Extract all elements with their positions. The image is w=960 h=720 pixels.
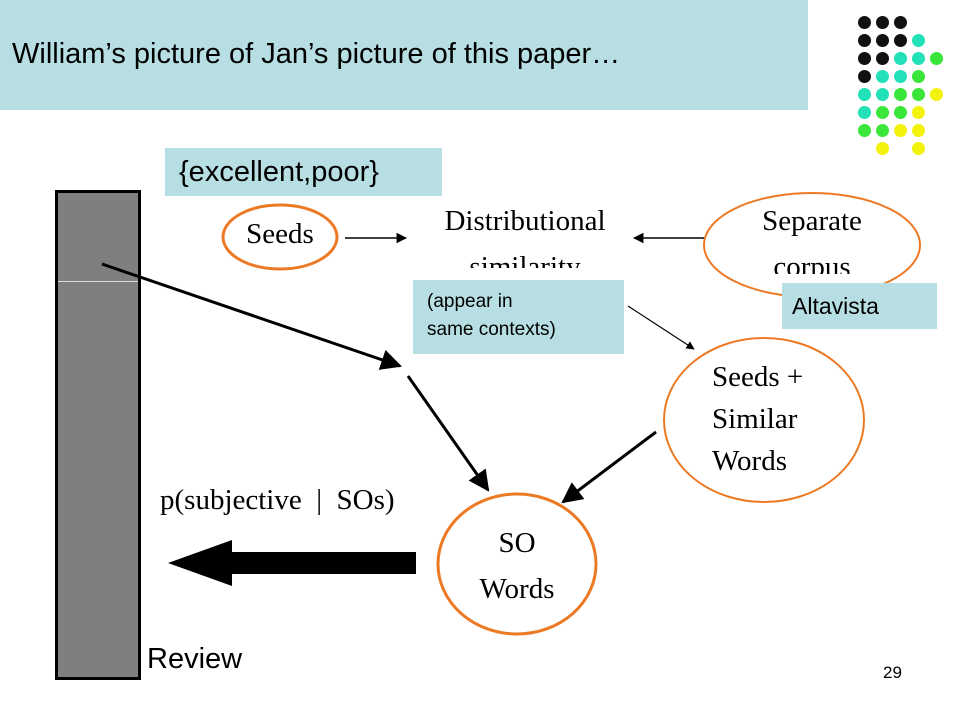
slide-title: William’s picture of Jan’s picture of th… [12, 38, 621, 70]
corpus-source-label: Altavista [782, 283, 937, 329]
arrow-similarity-to-similar-words [627, 305, 695, 350]
probability-label: p(subjective | SOs) [160, 484, 395, 516]
so-words-node: SO Words [448, 520, 586, 612]
arrow-review-to-center [101, 262, 402, 370]
dot [858, 70, 871, 83]
arrow-center-to-so-words [406, 375, 490, 492]
dot [894, 124, 907, 137]
node-label-line: similarity [469, 251, 581, 268]
dot [894, 34, 907, 47]
dot [876, 16, 889, 29]
dot [858, 88, 871, 101]
dot [912, 34, 925, 47]
dot [876, 124, 889, 137]
dot [876, 70, 889, 83]
dot [876, 88, 889, 101]
seeds-node-outline [221, 203, 339, 271]
seeds-similar-words-node: Seeds + Similar Words [712, 356, 803, 482]
page-number: 29 [883, 663, 902, 682]
node-label-line: Distributional [444, 205, 606, 237]
dot [894, 16, 907, 29]
dot [876, 52, 889, 65]
dot [876, 106, 889, 119]
dot [858, 34, 871, 47]
dot [930, 52, 943, 65]
seed-examples-label: {excellent,poor} [165, 148, 442, 196]
dot [858, 124, 871, 137]
dot [912, 124, 925, 137]
dot [912, 142, 925, 155]
dot [930, 88, 943, 101]
dot [894, 106, 907, 119]
dot [912, 88, 925, 101]
node-label-line: Separate [762, 205, 862, 237]
decorative-dot-pattern [850, 12, 950, 157]
context-note: (appear in same contexts) [413, 280, 624, 354]
dot [858, 16, 871, 29]
review-label: Review [147, 643, 243, 675]
arrow-similar-words-to-so-words [561, 430, 657, 504]
node-label-line: Words [479, 573, 555, 605]
review-bar-divider [58, 281, 138, 282]
dot [894, 70, 907, 83]
node-label-line: Words [712, 445, 787, 477]
node-label-line: Seeds + [712, 361, 804, 393]
dot [912, 70, 925, 83]
dot [912, 106, 925, 119]
big-arrow-head [168, 540, 232, 586]
big-arrow-shaft [228, 552, 416, 574]
separate-corpus-node: Separate corpus [722, 198, 902, 274]
seeds-similar-node-outline [663, 337, 865, 503]
title-banner: William’s picture of Jan’s picture of th… [0, 0, 808, 110]
dot [876, 142, 889, 155]
node-label-line: Similar [712, 403, 798, 435]
dot [858, 106, 871, 119]
context-note-line: (appear in [427, 291, 513, 312]
dot [894, 88, 907, 101]
seeds-node-label: Seeds [246, 218, 314, 250]
dot [894, 52, 907, 65]
context-note-line: same contexts) [427, 319, 556, 340]
dot [912, 52, 925, 65]
dot [876, 34, 889, 47]
node-label-line: SO [498, 527, 536, 559]
dot [858, 52, 871, 65]
so-words-node-outline [436, 492, 598, 636]
distributional-similarity-node: Distributional similarity [408, 198, 642, 268]
node-label-line: corpus [773, 251, 851, 274]
